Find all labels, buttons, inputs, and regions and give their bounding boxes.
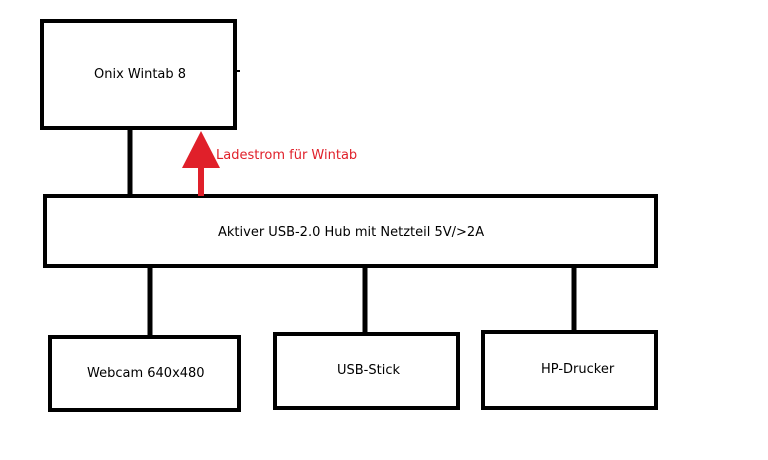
printer-box: [481, 330, 658, 410]
tablet-box: [40, 19, 237, 130]
hub-box: [43, 194, 658, 268]
usb-stick-label: USB-Stick: [337, 363, 401, 378]
charge-arrow-head: [182, 131, 220, 168]
hub-label: Aktiver USB-2.0 Hub mit Netzteil 5V/>2A: [218, 225, 485, 240]
webcam-box: [48, 335, 241, 412]
charge-arrow-label: Ladestrom für Wintab: [216, 148, 358, 163]
usb-stick-box: [273, 332, 460, 410]
tablet-label: Onix Wintab 8: [94, 67, 187, 82]
webcam-label: Webcam 640x480: [87, 366, 205, 381]
printer-label: HP-Drucker: [541, 362, 615, 377]
